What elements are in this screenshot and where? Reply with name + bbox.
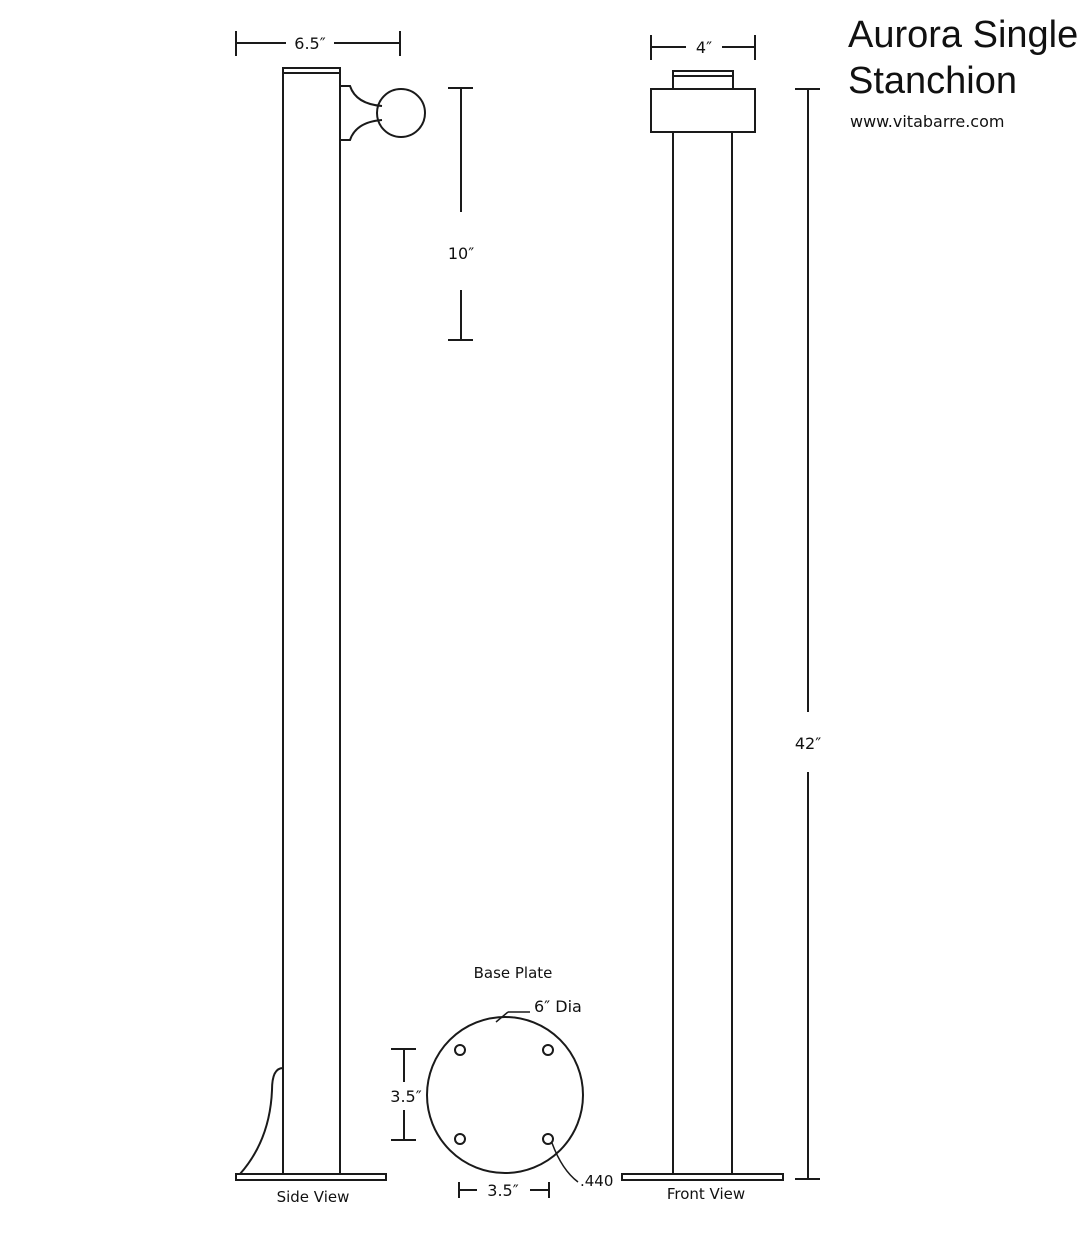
website-url: www.vitabarre.com — [850, 112, 1005, 131]
front-height-label: 42″ — [795, 734, 821, 753]
side-bracket-upper — [340, 85, 383, 107]
diameter-label: 6″ Dia — [534, 997, 582, 1016]
side-gusset — [239, 1067, 284, 1175]
front-top-cap — [672, 70, 734, 90]
drawing-title: Aurora Single Stanchion — [848, 12, 1078, 104]
horizontal-spacing-label: 3.5″ — [487, 1181, 518, 1200]
side-post — [282, 67, 341, 1175]
front-collar — [650, 88, 756, 133]
base-plate-view: Base Plate 6″ Dia .440 3.5″ 3.5″ — [390, 964, 613, 1200]
title-line-2: Stanchion — [848, 60, 1018, 102]
side-view-label: Side View — [277, 1188, 350, 1206]
side-width-label: 6.5″ — [294, 34, 325, 53]
side-height-label: 10″ — [448, 244, 474, 263]
hole-size-label: .440 — [580, 1172, 613, 1190]
base-plate-circle — [426, 1016, 584, 1174]
front-view: 4″ Front View 42″ — [621, 35, 821, 1203]
bolt-hole-bottom-left — [454, 1133, 466, 1145]
side-base-plate — [235, 1173, 387, 1181]
bolt-hole-top-left — [454, 1044, 466, 1056]
vertical-spacing-label: 3.5″ — [390, 1087, 421, 1106]
side-ball-knob — [376, 88, 426, 138]
front-view-label: Front View — [667, 1185, 745, 1203]
title-line-1: Aurora Single — [848, 14, 1079, 56]
front-base-plate — [621, 1173, 784, 1181]
front-width-label: 4″ — [696, 38, 712, 57]
bolt-hole-bottom-right — [542, 1133, 554, 1145]
bolt-hole-top-right — [542, 1044, 554, 1056]
base-plate-label: Base Plate — [474, 964, 553, 982]
side-bracket-lower — [340, 119, 383, 141]
diameter-leader — [495, 1011, 509, 1023]
hole-size-leader — [551, 1142, 579, 1183]
front-post — [672, 131, 733, 1175]
side-view: 6.5″ 10″ Side View — [235, 31, 474, 1206]
